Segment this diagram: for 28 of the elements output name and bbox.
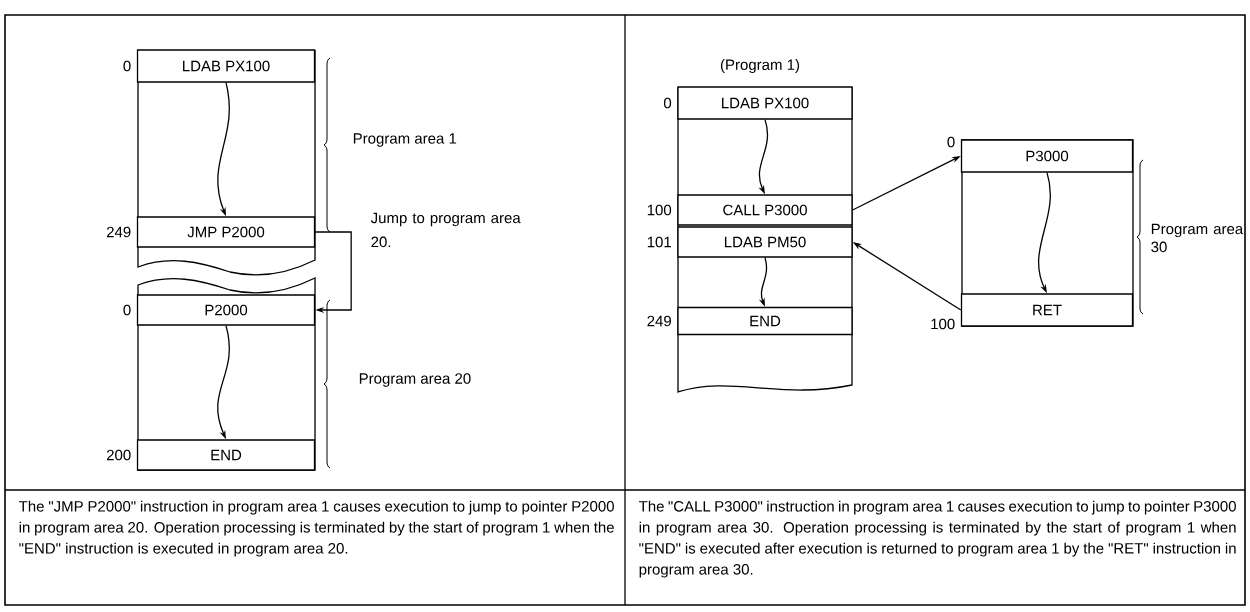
memory-cell: LDAB PX100	[136, 49, 316, 83]
address-label: 101	[647, 236, 671, 248]
memory-cell: RET	[960, 293, 1134, 327]
memory-cell: LDAB PX100	[677, 86, 853, 120]
memory-cell: P3000	[960, 139, 1134, 173]
area-label: (Program 1)	[720, 59, 800, 73]
memory-cell: CALL P3000	[677, 194, 853, 226]
memory-cell: JMP P2000	[136, 216, 316, 248]
memory-cell: END	[136, 439, 316, 471]
address-label: 200	[106, 449, 131, 461]
memory-cell: LDAB PM50	[677, 226, 853, 258]
area-label: Program area 30	[1151, 223, 1244, 253]
address-label: 0	[123, 304, 131, 316]
address-label: 0	[123, 60, 131, 72]
caption-text: The "JMP P2000" instruction in program area 1 causes execution to jump to pointer P2000 in program area 20. Operation processing is terminated by the start of program 1 when the "END" instruction is executed in program area 20.	[19, 500, 614, 557]
arrow	[314, 231, 352, 314]
edge-label: Jump to program area 20.	[368, 210, 533, 250]
address-label: 0	[947, 136, 955, 148]
caption-text: The "CALL P3000" instruction in program area 1 causes execution to jump to pointer P3000 in program area 30. Operation processing is terminated by the start of program 1 when "END" is executed after execution is returned to program area 1 by the "RET" instruction in program area 30.	[639, 500, 1236, 578]
address-label: 100	[931, 318, 955, 330]
address-label: 249	[106, 226, 131, 238]
memory-cell: P2000	[136, 294, 316, 326]
address-label: 100	[647, 204, 672, 216]
address-label: 249	[647, 315, 671, 327]
area-label: Program area 1	[353, 133, 457, 147]
area-label: Program area 20	[359, 373, 471, 387]
memory-cell: END	[677, 306, 853, 336]
address-label: 0	[663, 97, 672, 109]
